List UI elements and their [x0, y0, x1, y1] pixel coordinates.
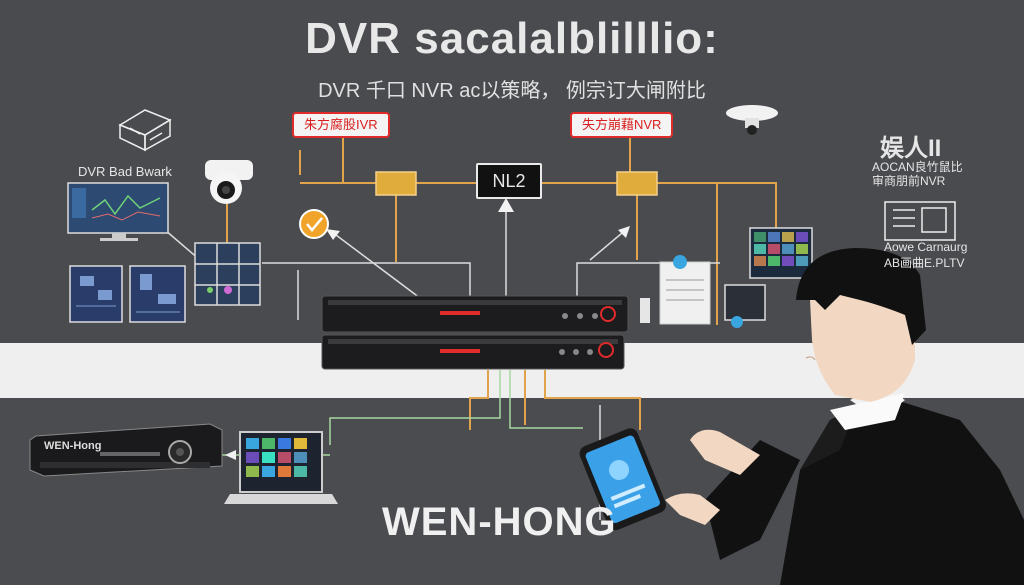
laptop-icon: [224, 431, 338, 504]
dome-camera-icon: [205, 160, 253, 204]
person-illustration: [665, 248, 1024, 585]
tablet-doc-icon: [659, 255, 711, 325]
brand-wordmark: WEN-HONG: [382, 500, 617, 544]
check-icon: [299, 209, 329, 239]
document-icon: [884, 201, 956, 241]
page-subtitle: DVR 千口 NVR ac以策略， 例宗订大闸附比: [318, 80, 706, 102]
right-label-4: AB画曲E.PLTV: [884, 256, 965, 270]
tag-right: 失方崩藉NVR: [570, 112, 674, 138]
storage-box-icon: [118, 109, 172, 152]
smartphone-icon: [579, 428, 666, 531]
left-device-label: DVR Bad Bwark: [78, 164, 172, 179]
ceiling-camera-icon: [726, 105, 778, 135]
pen-icon: [640, 298, 650, 323]
circuit-board-icon: [69, 265, 186, 323]
camera-grid-monitor-icon: [724, 227, 813, 328]
right-label-3: Aowe Carnaurg: [884, 240, 968, 254]
switch-icon: [616, 171, 658, 196]
page-title: DVR sacalalblilllio:: [305, 14, 719, 63]
right-label-2: 审商朋前NVR: [872, 174, 946, 188]
tag-left: 朱方腐股IVR: [292, 112, 390, 138]
hub-label: NL2: [476, 163, 542, 199]
switch-icon: [375, 171, 417, 196]
rack-recorders: [321, 295, 629, 370]
dvr-recorder-icon: [29, 423, 223, 477]
grid-panel-icon: [194, 242, 261, 306]
device-brand-label: WEN-Hong: [44, 440, 102, 452]
right-heading: 娱人II: [880, 135, 942, 162]
monitor-chart-icon: [67, 182, 169, 241]
right-label-1: AOCAN良竹鼠比: [872, 160, 963, 174]
cursor-icon: [498, 198, 514, 212]
arrows: [225, 198, 630, 460]
